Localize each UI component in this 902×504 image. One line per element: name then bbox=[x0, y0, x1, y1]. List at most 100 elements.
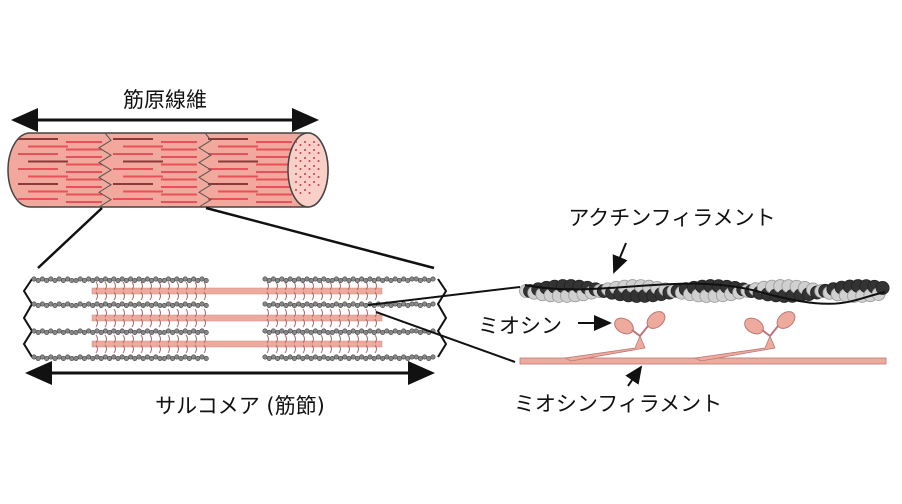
actin-bead bbox=[174, 276, 180, 282]
myofibril-cross-section bbox=[287, 132, 329, 208]
cross-section-dot bbox=[304, 157, 306, 159]
actin-bead bbox=[178, 329, 184, 335]
actin-bead bbox=[296, 276, 302, 282]
actin-bead bbox=[312, 276, 318, 282]
actin-bead bbox=[102, 328, 108, 334]
myosin-head bbox=[311, 334, 314, 354]
actin-bead bbox=[342, 276, 348, 282]
actin-bead bbox=[111, 276, 117, 282]
actin-bead bbox=[417, 355, 423, 361]
actin-bead bbox=[426, 277, 432, 283]
myosin-filament-label: ミオシンフィラメント bbox=[513, 392, 723, 416]
actin-bead bbox=[39, 276, 45, 282]
actin-bead bbox=[359, 354, 365, 360]
actin-bead bbox=[90, 302, 96, 308]
actin-bead bbox=[199, 354, 205, 360]
actin-bead bbox=[136, 276, 142, 282]
actin-bead bbox=[98, 355, 104, 361]
actin-bead bbox=[73, 329, 79, 335]
actin-bead bbox=[270, 301, 276, 307]
actin-bead bbox=[81, 277, 87, 283]
myosin-head bbox=[131, 308, 134, 328]
actin-bead bbox=[178, 277, 184, 283]
actin-bead bbox=[308, 277, 314, 283]
actin-bead bbox=[350, 328, 356, 334]
actin-bead bbox=[199, 301, 205, 307]
myosin-head bbox=[113, 308, 116, 328]
actin-bead bbox=[203, 355, 209, 361]
actin-bead bbox=[325, 277, 331, 283]
actin-bead bbox=[304, 354, 310, 360]
cross-section-dot bbox=[299, 152, 302, 154]
actin-bead bbox=[182, 276, 188, 282]
myosin-head bbox=[311, 308, 314, 328]
filament-detail bbox=[519, 279, 890, 365]
actin-bead bbox=[426, 302, 432, 308]
actin-bead bbox=[195, 329, 201, 335]
actin-bead bbox=[52, 355, 58, 361]
actin-bead bbox=[86, 354, 92, 360]
actin-bead bbox=[388, 277, 394, 283]
actin-bead bbox=[102, 301, 108, 307]
cross-section-dot bbox=[313, 165, 315, 167]
actin-bead bbox=[203, 277, 209, 283]
actin-bead bbox=[136, 328, 142, 334]
actin-bead bbox=[153, 354, 159, 360]
actin-bead bbox=[182, 354, 188, 360]
actin-bead bbox=[405, 355, 411, 361]
actin-bead bbox=[367, 276, 373, 282]
actin-bead bbox=[132, 329, 138, 335]
actin-bead bbox=[203, 329, 209, 335]
actin-bead bbox=[388, 355, 394, 361]
actin-bead bbox=[287, 301, 293, 307]
myosin-head bbox=[185, 334, 188, 354]
actin-bead bbox=[60, 277, 66, 283]
actin-bead bbox=[426, 355, 432, 361]
actin-bead bbox=[287, 328, 293, 334]
actin-bead bbox=[371, 329, 377, 335]
zoom-line bbox=[375, 311, 516, 363]
actin-bead bbox=[363, 302, 369, 308]
actin-bead bbox=[266, 302, 272, 308]
actin-bead bbox=[287, 276, 293, 282]
actin-bead bbox=[56, 328, 62, 334]
actin-bead bbox=[77, 276, 83, 282]
actin-bead bbox=[56, 354, 62, 360]
actin-bead bbox=[266, 329, 272, 335]
actin-bead bbox=[123, 329, 129, 335]
z-disc-boundary bbox=[98, 132, 112, 208]
actin-bead bbox=[157, 329, 163, 335]
myosin-thick-filament bbox=[91, 340, 383, 348]
actin-bead bbox=[262, 354, 268, 360]
actin-bead bbox=[81, 355, 87, 361]
actin-bead bbox=[90, 277, 96, 283]
cross-section-dot bbox=[295, 189, 297, 191]
myosin-head bbox=[266, 334, 269, 354]
actin-bead bbox=[149, 355, 155, 361]
myosin-head bbox=[95, 308, 98, 328]
cross-section-dot bbox=[295, 149, 297, 151]
cross-section-dot bbox=[304, 165, 306, 167]
actin-bead bbox=[346, 329, 352, 335]
actin-bead bbox=[128, 328, 134, 334]
myosin-head bbox=[275, 308, 278, 328]
myosin-head bbox=[374, 334, 377, 354]
actin-bead bbox=[111, 301, 117, 307]
cross-section-dot bbox=[313, 173, 315, 175]
actin-bead bbox=[157, 277, 163, 283]
actin-bead bbox=[86, 328, 92, 334]
myosin-head bbox=[266, 281, 269, 301]
actin-bead bbox=[371, 277, 377, 283]
actin-bead bbox=[329, 355, 335, 361]
actin-bead bbox=[111, 354, 117, 360]
actin-bead bbox=[333, 301, 339, 307]
actin-bead bbox=[354, 302, 360, 308]
actin-bead bbox=[81, 329, 87, 335]
actin-bead bbox=[65, 276, 71, 282]
actin-bead bbox=[321, 276, 327, 282]
myosin-head bbox=[140, 281, 143, 301]
actin-bead bbox=[191, 354, 197, 360]
z-line bbox=[22, 278, 34, 358]
actin-bead bbox=[186, 329, 192, 335]
